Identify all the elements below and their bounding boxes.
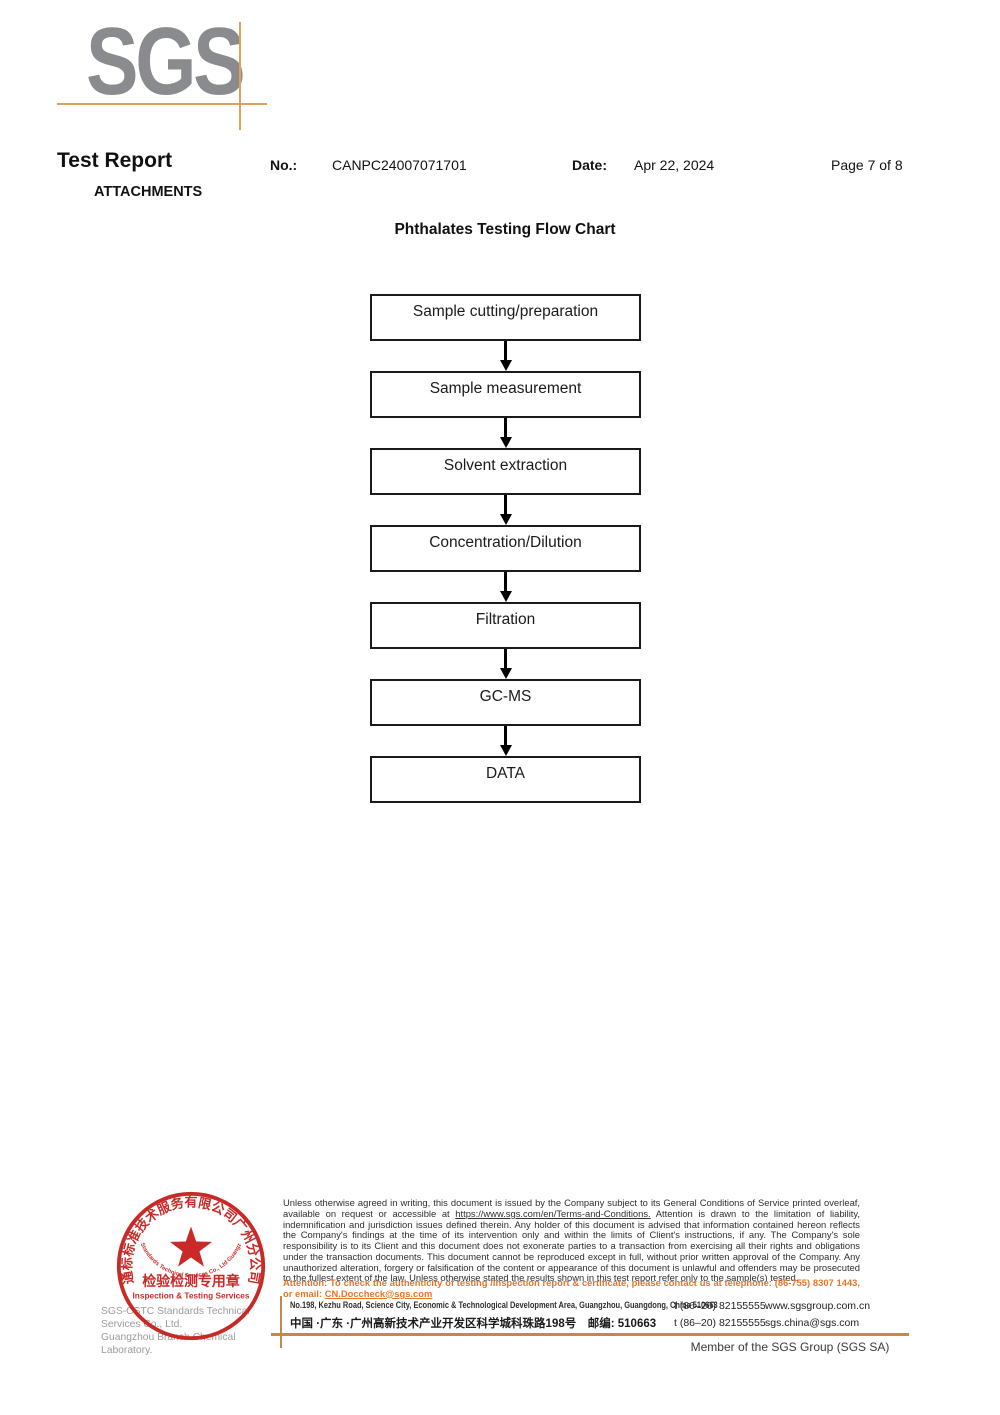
flow-step: Sample measurement <box>370 371 641 418</box>
flow-step: Filtration <box>370 602 641 649</box>
flow-step: DATA <box>370 756 641 803</box>
star-icon <box>169 1226 213 1267</box>
page-title: Test Report <box>57 149 173 172</box>
attention-notice: Attention: To check the authenticity of … <box>283 1277 860 1300</box>
report-date-label: Date: <box>572 157 608 173</box>
flow-step: Sample cutting/preparation <box>370 294 641 341</box>
doccheck-email-link[interactable]: CN.Doccheck@sgs.com <box>324 1287 433 1299</box>
attention-text: Attention: To check the authenticity of … <box>283 1277 860 1299</box>
telephone-2: t (86–20) 82155555 <box>674 1317 766 1329</box>
email-link[interactable]: sgs.china@sgs.com <box>765 1317 860 1329</box>
arrow-down-icon <box>499 341 512 371</box>
address-english-text: No.198, Kezhu Road, Science City, Econom… <box>290 1300 718 1310</box>
inspection-stamp: 通标标准技术服务有限公司广州分公司 SGS-CSTC Standards Tec… <box>114 1189 266 1341</box>
company-name-lines: SGS-CSTC Standards Technical Services Co… <box>101 1305 286 1357</box>
member-line: Member of the SGS Group (SGS SA) <box>690 1340 890 1354</box>
flowchart: Sample cutting/preparation Sample measur… <box>370 294 641 803</box>
flow-step: Solvent extraction <box>370 448 641 495</box>
arrow-down-icon <box>499 572 512 602</box>
arrow-down-icon <box>499 649 512 679</box>
flow-step: Concentration/Dilution <box>370 525 641 572</box>
sgs-logo: SGS <box>86 8 246 115</box>
report-no-value: CANPC24007071701 <box>332 157 467 173</box>
address-english: No.198, Kezhu Road, Science City, Econom… <box>290 1300 825 1310</box>
stamp-center-cn: 检验检测专用章 <box>142 1273 240 1289</box>
attachments-label: ATTACHMENTS <box>94 184 203 200</box>
disclaimer-text-2: Attention is drawn to the limitation of … <box>283 1207 860 1284</box>
legal-disclaimer: Unless otherwise agreed in writing, this… <box>283 1197 860 1284</box>
company-name-line2: Guangzhou Branch Chemical Laboratory. <box>101 1332 236 1356</box>
company-name-line1: SGS-CSTC Standards Technical Services Co… <box>101 1306 250 1330</box>
telephone-1: t (86–20) 82155555 <box>674 1300 766 1312</box>
arrow-down-icon <box>499 495 512 525</box>
terms-link[interactable]: https://www.sgs.com/en/Terms-and-Conditi… <box>455 1207 651 1219</box>
footer-crosshair-vertical <box>280 1296 282 1348</box>
address-chinese: 中国 ·广东 ·广州高新技术产业开发区科学城科珠路198号 邮编: 510663 <box>290 1318 657 1330</box>
footer-rule-horizontal <box>271 1333 909 1336</box>
website-link[interactable]: www.sgsgroup.com.cn <box>765 1300 871 1312</box>
logo-crosshair-horizontal <box>57 103 267 105</box>
report-no-label: No.: <box>270 157 298 173</box>
disclaimer-text-1: Unless otherwise agreed in writing, this… <box>283 1197 860 1219</box>
flow-step: GC-MS <box>370 679 641 726</box>
flowchart-title: Phthalates Testing Flow Chart <box>394 221 616 238</box>
logo-crosshair-vertical <box>239 22 241 130</box>
stamp-center-en: Inspection & Testing Services <box>133 1292 250 1301</box>
report-date-value: Apr 22, 2024 <box>634 157 715 173</box>
arrow-down-icon <box>499 726 512 756</box>
arrow-down-icon <box>499 418 512 448</box>
page-number: Page 7 of 8 <box>831 157 903 173</box>
